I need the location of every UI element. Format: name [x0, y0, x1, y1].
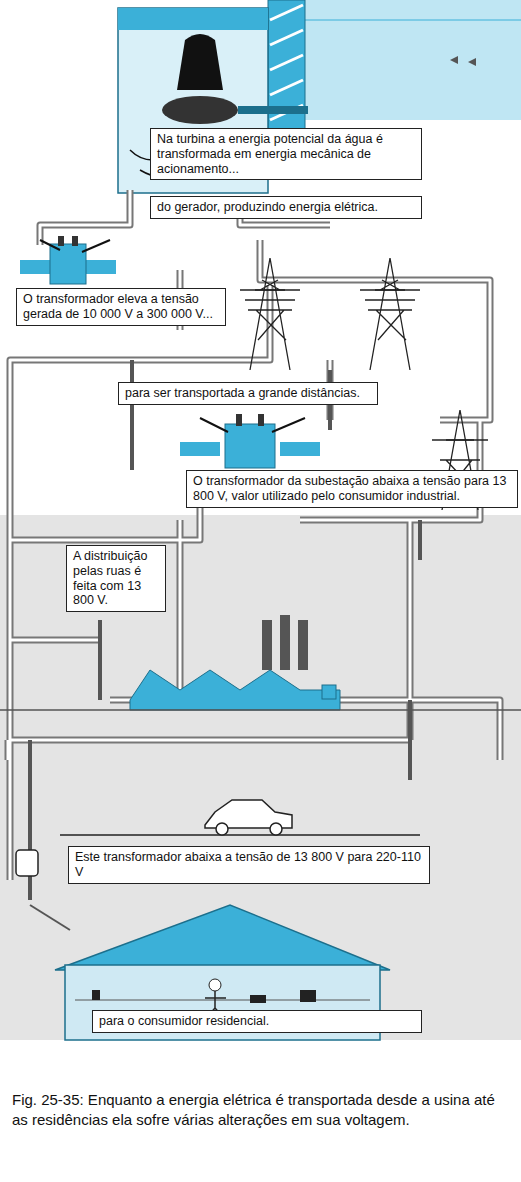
pole-transformer	[16, 850, 70, 930]
power-wires	[8, 190, 500, 880]
caption-text: Fig. 25-35: Enquanto a energia elétrica …	[12, 1091, 495, 1128]
callout-box: para ser transportada a grande distância…	[118, 382, 378, 405]
transformer-symbol	[20, 236, 116, 284]
callout-box: para o consumidor residencial.	[92, 1010, 422, 1033]
callout-box: do gerador, produzindo energia elétrica.	[150, 196, 422, 219]
callout-box: Este transformador abaixa a tensão de 13…	[68, 846, 430, 884]
dam-hatch	[270, 5, 303, 120]
callout-box: Na turbina a energia potencial da água é…	[150, 128, 422, 180]
car	[60, 800, 420, 835]
callout-text: para ser transportada a grande distância…	[125, 386, 371, 401]
callout-text: O transformador eleva a tensão gerada de…	[23, 292, 219, 322]
city-background	[0, 515, 521, 1040]
callout-text: O transformador da subestação abaixa a t…	[193, 474, 511, 504]
generator	[177, 34, 223, 90]
utility-pole	[30, 360, 420, 900]
power-house-roof	[118, 8, 268, 30]
callout-box: O transformador eleva a tensão gerada de…	[16, 288, 226, 326]
callout-text: Na turbina a energia potencial da água é…	[157, 132, 415, 176]
callout-text: do gerador, produzindo energia elétrica.	[157, 200, 415, 215]
figure-caption: Fig. 25-35: Enquanto a energia elétrica …	[12, 1090, 510, 1129]
water-line	[300, 20, 521, 21]
factory	[0, 615, 521, 710]
fish	[450, 56, 476, 66]
reservoir-water	[300, 0, 521, 120]
callout-text: A distribuição pelas ruas é feita com 13…	[73, 549, 159, 608]
substation-transformer	[180, 414, 320, 468]
callout-box: O transformador da subestação abaixa a t…	[186, 470, 518, 508]
callout-text: para o consumidor residencial.	[99, 1014, 415, 1029]
turbine	[162, 96, 238, 124]
callout-text: Este transformador abaixa a tensão de 13…	[75, 850, 423, 880]
penstock	[238, 106, 308, 114]
callout-box: A distribuição pelas ruas é feita com 13…	[66, 545, 166, 612]
